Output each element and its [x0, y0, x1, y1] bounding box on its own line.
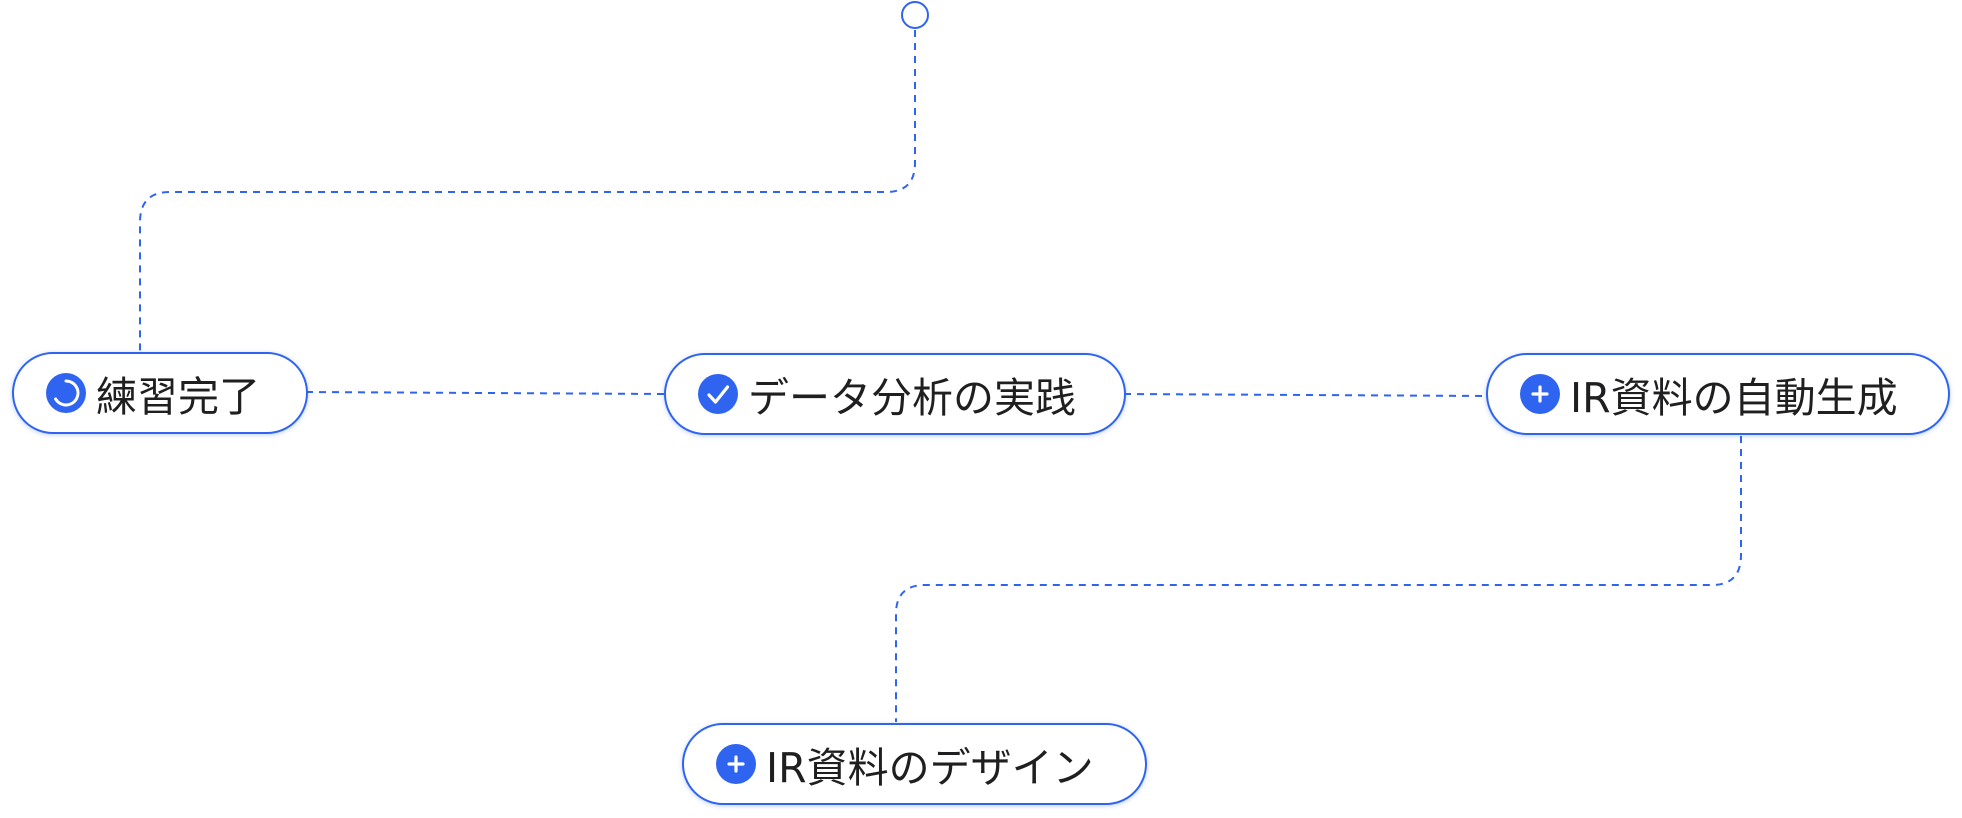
- progress-ring-icon: [46, 373, 86, 413]
- node-ir-design[interactable]: IR資料のデザイン: [682, 723, 1147, 805]
- plus-circle-icon: [1520, 374, 1560, 414]
- node-ir-auto-generation[interactable]: IR資料の自動生成: [1486, 353, 1950, 435]
- node-label: データ分析の実践: [748, 374, 1076, 422]
- node-label: 練習完了: [96, 373, 260, 421]
- start-node-circle: [901, 1, 929, 29]
- node-label: IR資料のデザイン: [766, 744, 1094, 792]
- node-practice-complete[interactable]: 練習完了: [12, 352, 308, 434]
- connector-start-to-practice: [139, 30, 916, 352]
- node-label: IR資料の自動生成: [1570, 374, 1898, 422]
- check-circle-icon: [698, 374, 738, 414]
- connector-ir-auto-to-ir-design: [895, 436, 1742, 722]
- connector-practice-to-analysis: [305, 391, 666, 395]
- plus-circle-icon: [716, 744, 756, 784]
- connector-analysis-to-ir-auto: [1123, 393, 1488, 397]
- node-data-analysis-practice[interactable]: データ分析の実践: [664, 353, 1126, 435]
